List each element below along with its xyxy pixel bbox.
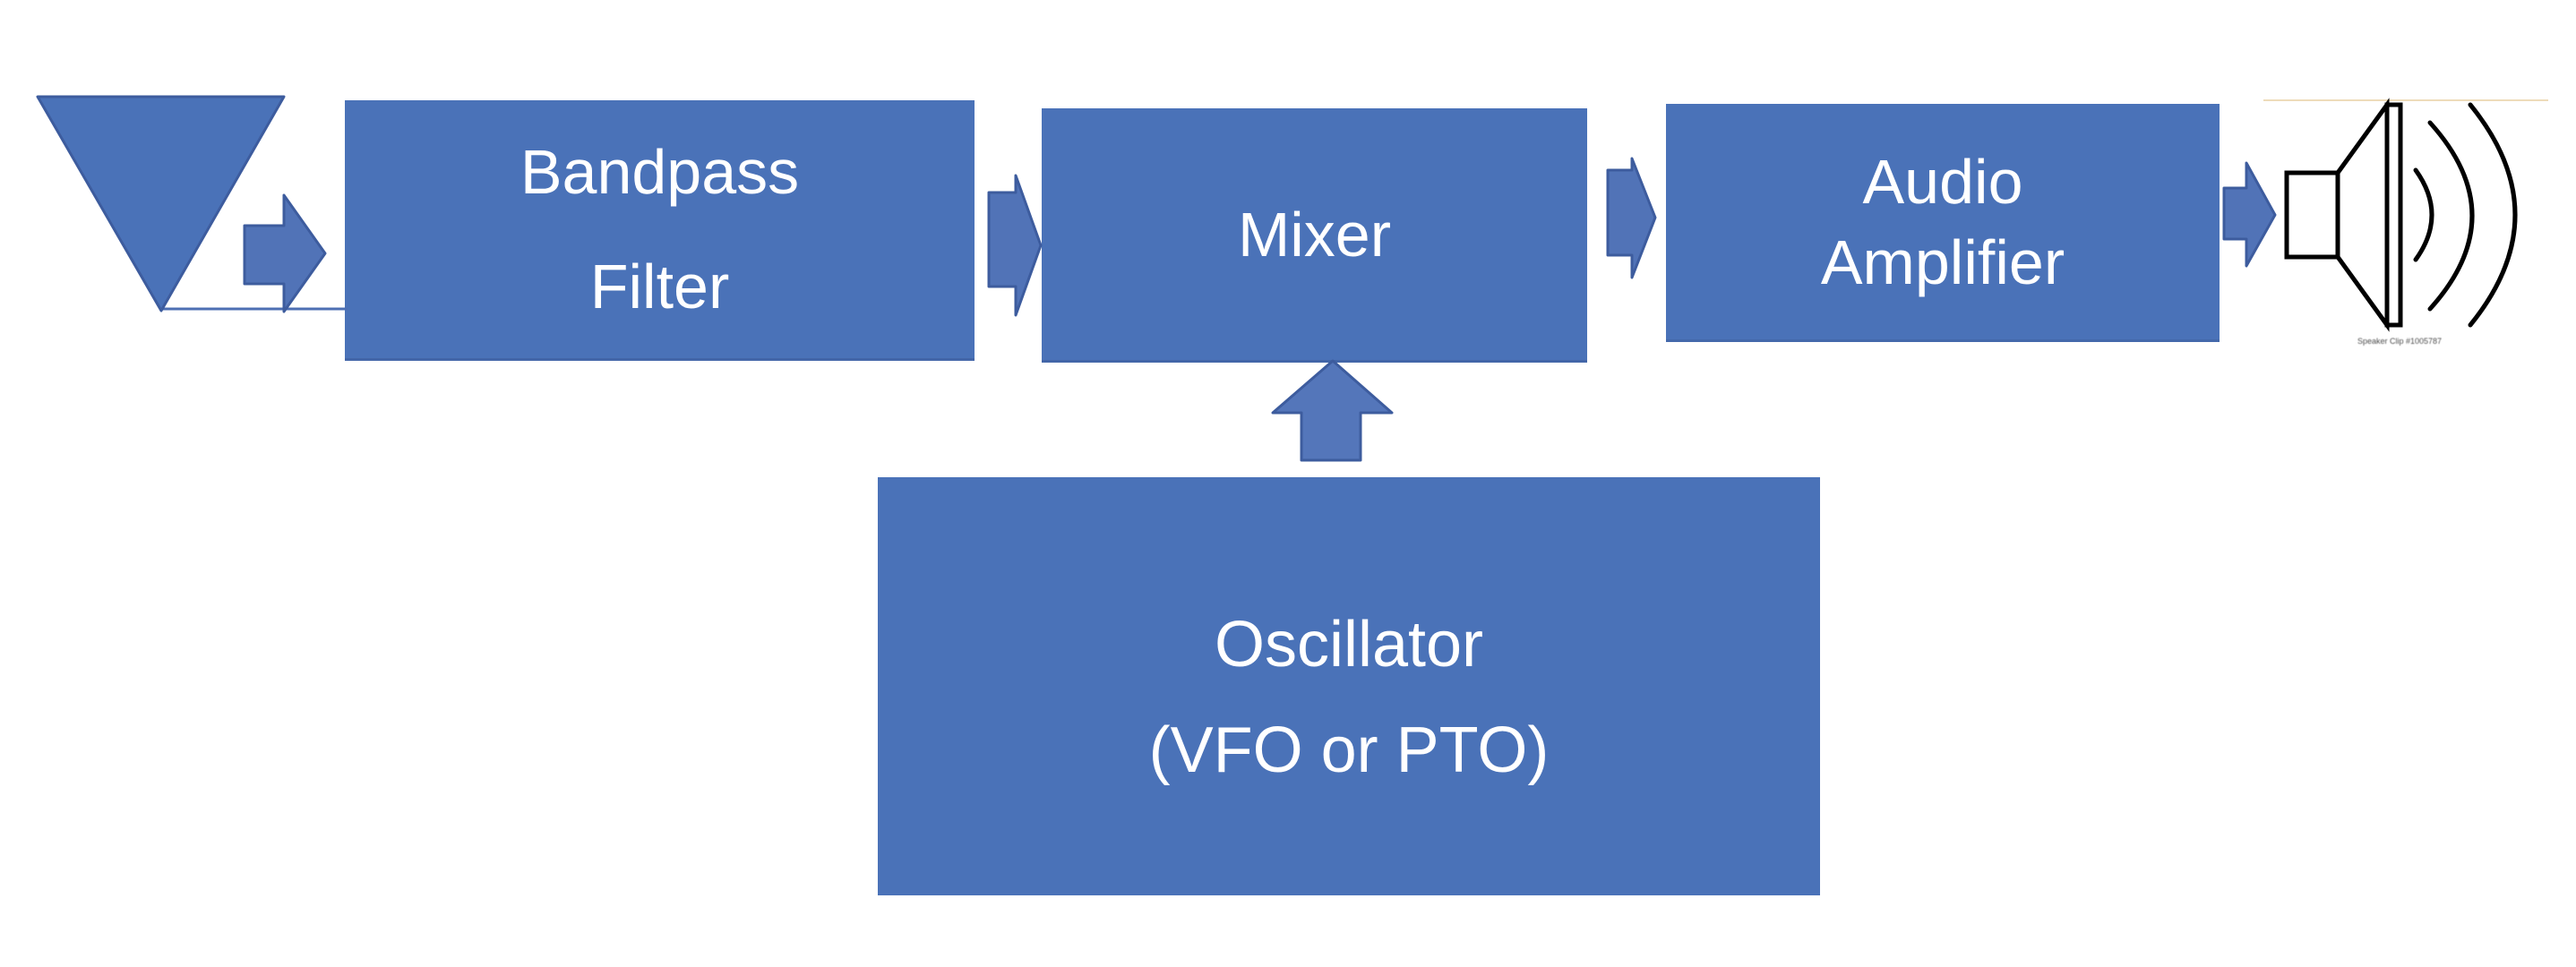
block-bandpass-filter-label-line2: Filter (589, 252, 730, 321)
speaker-icon (2284, 98, 2518, 332)
sound-wave-arc-medium (2427, 120, 2475, 312)
speaker-diaphragm-bar (2384, 102, 2403, 328)
up-arrow-icon-oscillator-to-mixer (1271, 359, 1394, 462)
right-arrow-icon-mixer-to-audioamp (1606, 157, 1657, 279)
sound-wave-arc-large (2468, 102, 2518, 328)
antenna-icon (36, 95, 286, 312)
sound-wave-arc-small (2413, 167, 2434, 262)
block-audio-amplifier-label-line2: Amplifier (1820, 227, 2065, 297)
block-mixer: Mixer (1042, 108, 1587, 363)
speaker-driver (2284, 170, 2340, 260)
right-arrow-icon-audioamp-to-speaker (2222, 161, 2277, 268)
block-audio-amplifier-label-line1: Audio (1862, 146, 2023, 217)
block-oscillator-label-line2: (VFO or PTO) (1148, 714, 1550, 786)
right-arrow-icon-antenna-to-bandpass (243, 193, 327, 313)
block-oscillator-label-line1: Oscillator (1214, 608, 1484, 680)
block-oscillator: Oscillator (VFO or PTO) (878, 477, 1820, 895)
block-bandpass-filter: Bandpass Filter (345, 100, 975, 361)
block-audio-amplifier: Audio Amplifier (1666, 104, 2220, 342)
block-bandpass-filter-label-line1: Bandpass (519, 137, 800, 207)
right-arrow-icon-bandpass-to-mixer (987, 174, 1043, 317)
block-mixer-label: Mixer (1237, 199, 1392, 270)
speaker-cone (2335, 98, 2390, 332)
speaker-attribution-text: Speaker Clip #1005787 (2357, 337, 2443, 346)
